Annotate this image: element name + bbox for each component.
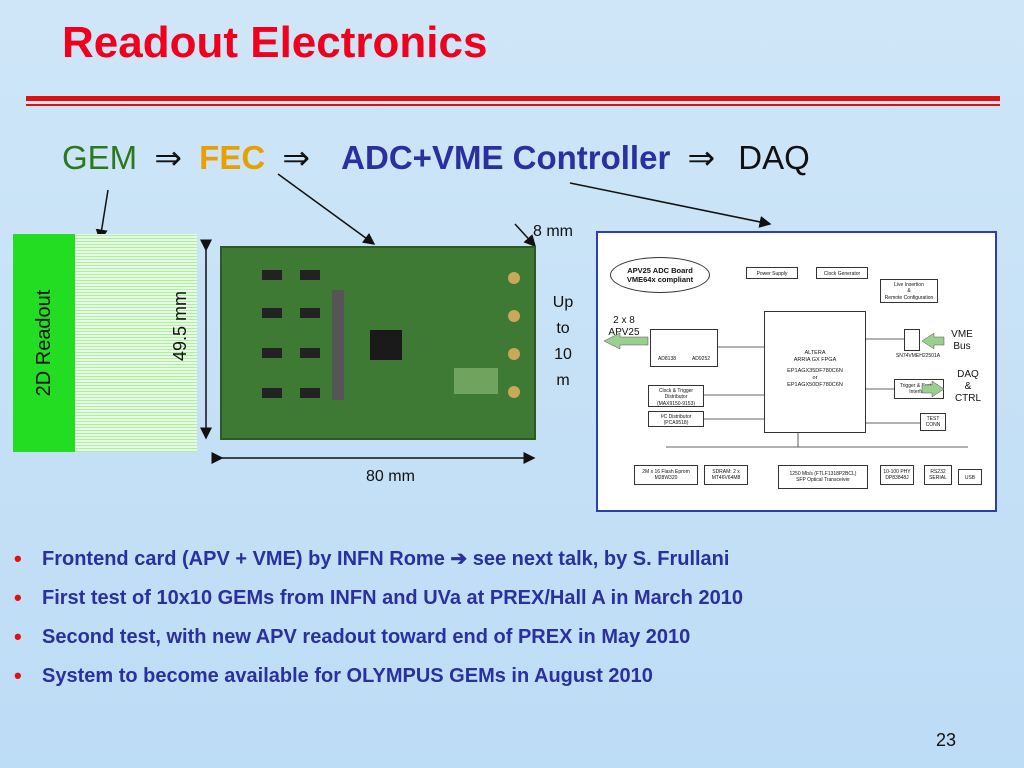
page-number: 23 <box>936 730 957 750</box>
clock-generator-box: Clock Generator <box>816 267 868 279</box>
bullet-dot: • <box>14 663 22 688</box>
pcb-connector-pad-3 <box>508 386 520 398</box>
flow-fec: FEC <box>199 139 266 176</box>
depth-dim-line <box>514 223 537 248</box>
pcb-main-chip <box>370 330 402 360</box>
pcb-connector-pad-2 <box>508 348 520 360</box>
vme-chip-label: SN74VMEH22501A <box>895 353 941 359</box>
power-supply-box: Power Supply <box>746 267 798 279</box>
flow-adc-vme: ADC+VME Controller <box>341 139 671 176</box>
vme-bus-label: VME Bus <box>951 329 973 352</box>
bullet-text: System to become available for OLYMPUS G… <box>42 665 653 687</box>
bullet-dot: • <box>14 624 22 649</box>
transceiver-box: 1250 Mb/s (FTLF1318P2BCL) SFP Optical Tr… <box>778 465 868 489</box>
vme-transceiver-box <box>904 329 920 351</box>
flash-box: 2M x 16 Flash Eprom M28W320 <box>634 465 698 485</box>
readout-fanout <box>75 234 197 452</box>
cable-length-line-2: to <box>556 320 570 337</box>
adc-block: AD8138 AD9252 <box>650 329 718 367</box>
live-insertion-box: Live Insertion & Remote Configuration <box>880 279 938 303</box>
pcb-apv-chip-1 <box>262 270 282 280</box>
bullet-item: • Second test, with new APV readout towa… <box>14 622 1014 661</box>
bullet-item: • System to become available for OLYMPUS… <box>14 661 1014 700</box>
flow-daq: DAQ <box>738 139 810 176</box>
pcb-apv-chip-5 <box>300 270 320 280</box>
pcb-apv-chip-7 <box>300 348 320 358</box>
daq-ctrl-label: DAQ & CTRL <box>954 369 982 404</box>
cable-length-line-4: m <box>556 372 570 389</box>
apv25-input-label: 2 x 8 APV25 <box>608 315 640 338</box>
bullet-dot: • <box>14 585 22 610</box>
signal-flow: GEM ⇒ FEC ⇒ ADC+VME Controller ⇒ DAQ <box>62 138 810 177</box>
pcb-apv-chip-3 <box>262 348 282 358</box>
board-subtitle: VME64x compliant <box>626 275 694 285</box>
pcb-apv-chip-2 <box>262 308 282 318</box>
bullet-item: • Frontend card (APV + VME) by INFN Rome… <box>14 544 1014 583</box>
title-rule-thick <box>26 96 1000 101</box>
cable-length-line-1: Up <box>552 294 574 311</box>
phy-box: 10-100 PHY DP83848J <box>880 465 914 485</box>
title-rule-thin <box>26 104 1000 106</box>
test-conn-box: TEST CONN <box>920 413 946 431</box>
i2c-distributor-box: I²C Distributor (PCA9518) <box>648 411 704 427</box>
bullet-dot: • <box>14 546 22 571</box>
gem-pointer <box>95 189 109 242</box>
cable-length-line-3: 10 <box>554 346 572 363</box>
trigger-system-box: Trigger & System Interface <box>894 379 944 399</box>
pcb-connector-pad-4 <box>508 272 520 284</box>
adc-board-block-diagram: APV25 ADC Board VME64x compliant Power S… <box>596 231 997 512</box>
cable-length-note: Up to 10 m <box>545 290 581 394</box>
pcb-apv-chip-8 <box>300 388 320 398</box>
bullet-text: First test of 10x10 GEMs from INFN and U… <box>42 587 743 609</box>
clock-trigger-box: Clock & Trigger Distributor (MAX9150-915… <box>648 385 704 407</box>
bullet-text: Frontend card (APV + VME) by INFN Rome ➔… <box>42 548 730 570</box>
adc-pointer <box>569 182 772 228</box>
rs232-box: RS232 SERIAL <box>924 465 952 485</box>
sdram-box: SDRAM: 2 x MT46V64M8 <box>704 465 748 485</box>
flow-arrow-2: ⇒ <box>282 139 310 176</box>
fpga-box: ALTERA ARRIA GX FPGA EP1AGX35DF780C6N or… <box>764 311 866 433</box>
adc-chip-1: AD8138 <box>653 356 681 365</box>
readout-label: 2D Readout <box>33 289 55 397</box>
pcb-apv-chip-4 <box>262 388 282 398</box>
height-dimension-label: 49.5 mm <box>170 290 190 362</box>
bullet-item: • First test of 10x10 GEMs from INFN and… <box>14 583 1014 622</box>
adc-chip-2: AD9252 <box>687 356 715 365</box>
pcb-connector-pad-1 <box>508 310 520 322</box>
depth-dimension-label: 8 mm <box>533 223 573 240</box>
flow-arrow-1: ⇒ <box>154 139 182 176</box>
usb-box: USB <box>958 469 982 485</box>
flow-gem: GEM <box>62 139 138 176</box>
bullet-list: • Frontend card (APV + VME) by INFN Rome… <box>14 544 1014 700</box>
width-dimension-label: 80 mm <box>366 468 415 485</box>
fec-pcb-photo <box>220 246 536 440</box>
flow-arrow-3: ⇒ <box>687 139 716 176</box>
pcb-logo-area <box>454 368 498 394</box>
fec-pointer <box>277 173 376 245</box>
pcb-connector <box>332 290 344 400</box>
readout-strip <box>13 234 75 452</box>
slide-title: Readout Electronics <box>62 18 488 67</box>
bullet-text: Second test, with new APV readout toward… <box>42 626 691 648</box>
vme-bus-arrow <box>921 332 945 350</box>
board-title-oval: APV25 ADC Board VME64x compliant <box>610 257 710 293</box>
pcb-apv-chip-6 <box>300 308 320 318</box>
board-title: APV25 ADC Board <box>627 266 693 275</box>
